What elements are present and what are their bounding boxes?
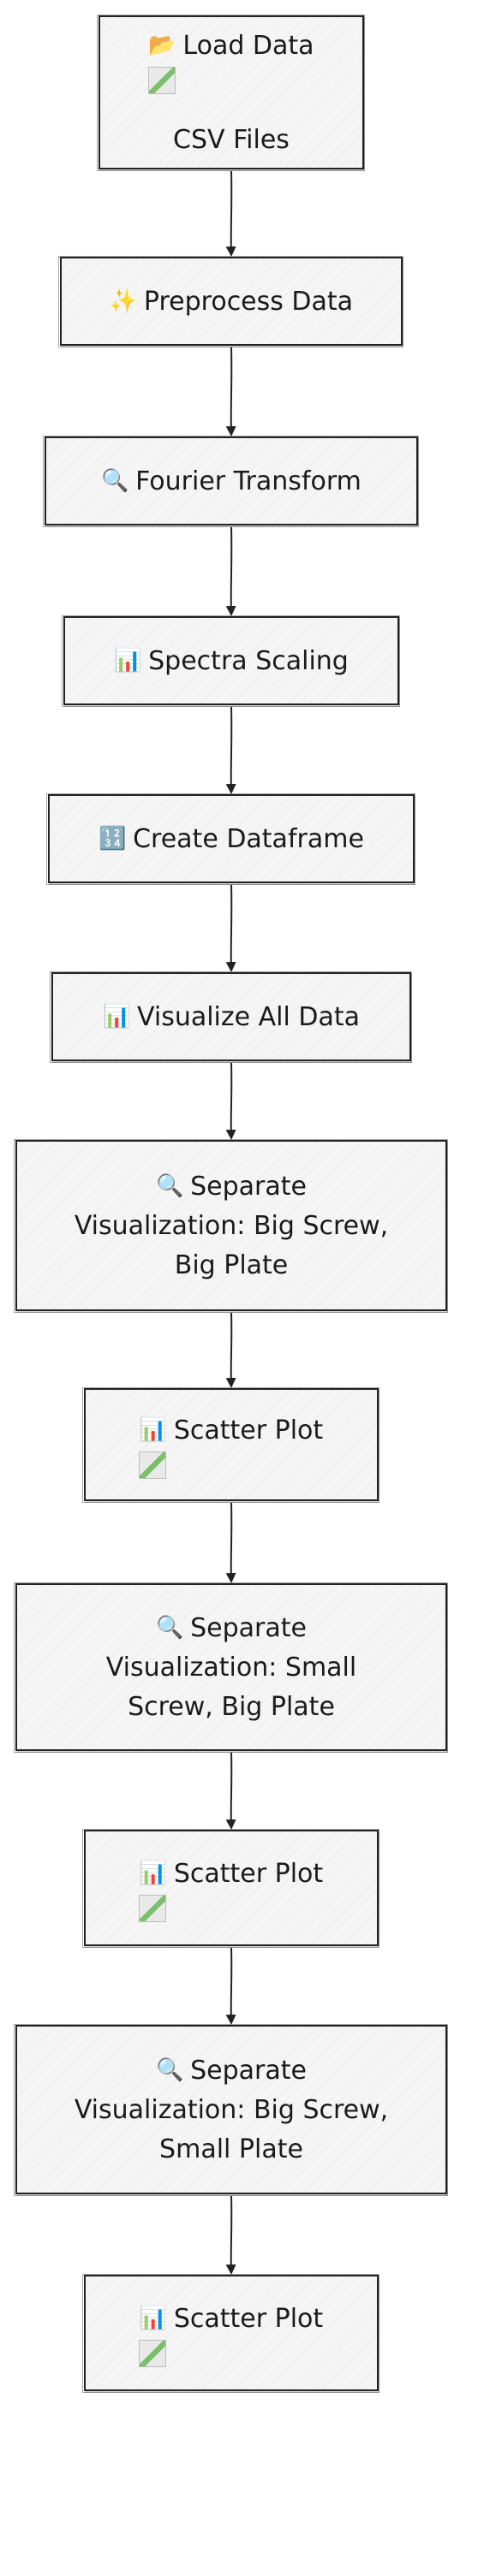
node-label-text: Spectra Scaling xyxy=(148,645,349,676)
node-label-text: Big Plate xyxy=(174,1249,289,1280)
broken-image-icon xyxy=(139,2340,166,2367)
flow-node-3: 🔍Fourier Transform xyxy=(43,436,419,527)
flow-node-4: 📊Spectra Scaling xyxy=(62,615,400,707)
node-label-line: 📊Scatter Plot xyxy=(140,1854,323,1894)
node-label-text: Visualization: Small xyxy=(105,1652,357,1683)
bar-chart-icon: 📊 xyxy=(139,1860,168,1886)
node-label-line: 🔍Fourier Transform xyxy=(101,461,361,502)
flow-node-8: 📊Scatter Plot xyxy=(82,1387,379,1503)
node-label-line: 🔍Separate xyxy=(156,2051,307,2091)
node-label-text: Visualization: Big Screw, xyxy=(74,1210,389,1241)
node-label-text: Fourier Transform xyxy=(135,466,361,496)
node-label-line: 📊Spectra Scaling xyxy=(114,641,349,681)
flow-arrow-3 xyxy=(225,526,236,616)
node-label-line: Screw, Big Plate xyxy=(128,1688,335,1727)
magnifier-icon: 🔍 xyxy=(101,467,129,494)
node-image-row xyxy=(100,66,362,95)
node-label-text: Preprocess Data xyxy=(143,286,354,317)
node-label-text: Small Plate xyxy=(159,2134,303,2164)
node-image-row xyxy=(86,1451,377,1480)
numbers-icon: 🔢 xyxy=(99,825,127,852)
flow-arrow-10 xyxy=(225,1947,236,2025)
bar-chart-icon: 📊 xyxy=(103,1003,131,1030)
node-label-text: Screw, Big Plate xyxy=(128,1691,335,1722)
flow-arrow-7 xyxy=(225,1312,236,1388)
node-label-line: Big Plate xyxy=(175,1246,289,1285)
node-label-line: 📊Visualize All Data xyxy=(103,997,360,1037)
broken-image-icon xyxy=(139,1895,166,1922)
magnifier-icon: 🔍 xyxy=(156,1614,184,1641)
node-label-line: 🔍Separate xyxy=(156,1166,307,1207)
node-image-row xyxy=(86,2339,377,2368)
flow-node-5: 🔢Create Dataframe xyxy=(46,793,415,885)
flow-arrow-8 xyxy=(225,1502,236,1583)
bar-chart-icon: 📊 xyxy=(139,2305,168,2331)
node-label-text: Separate xyxy=(190,1171,307,1202)
bar-chart-icon: 📊 xyxy=(114,647,142,674)
folder-icon: 📂 xyxy=(148,32,176,58)
node-label-line: ✨Preprocess Data xyxy=(110,282,353,322)
flow-arrow-11 xyxy=(225,2195,236,2275)
node-label-text: Create Dataframe xyxy=(133,823,364,854)
flow-node-6: 📊Visualize All Data xyxy=(50,971,412,1063)
node-label-line: 📊Scatter Plot xyxy=(140,2299,323,2339)
flow-arrow-6 xyxy=(225,1062,236,1140)
flow-node-10: 📊Scatter Plot xyxy=(82,1829,379,1948)
node-label-text: Separate xyxy=(190,1612,307,1643)
magnifier-icon: 🔍 xyxy=(156,2057,184,2083)
flow-node-2: ✨Preprocess Data xyxy=(58,256,403,347)
node-label-line: 🔢Create Dataframe xyxy=(99,819,364,859)
node-label-line: 📂Load Data xyxy=(148,26,314,66)
node-label-line: Visualization: Big Screw, xyxy=(75,2091,388,2130)
node-label-line: Visualization: Small xyxy=(106,1648,356,1688)
flow-arrow-5 xyxy=(225,884,236,972)
node-label-text: Scatter Plot xyxy=(173,1858,324,1889)
node-label-text: Scatter Plot xyxy=(173,2303,324,2334)
flow-node-12: 📊Scatter Plot xyxy=(82,2274,379,2393)
node-sublabel: CSV Files xyxy=(173,124,290,155)
flow-arrow-2 xyxy=(225,347,236,436)
magnifier-icon: 🔍 xyxy=(156,1172,184,1199)
node-label-line: Visualization: Big Screw, xyxy=(75,1207,388,1246)
broken-image-icon xyxy=(139,1451,166,1479)
node-label-text: Scatter Plot xyxy=(173,1415,324,1445)
node-label-line: 📊Scatter Plot xyxy=(140,1410,323,1451)
node-label-line: Small Plate xyxy=(159,2130,303,2169)
node-label-line: 🔍Separate xyxy=(156,1608,307,1648)
node-label-text: Visualize All Data xyxy=(137,1001,360,1032)
bar-chart-icon: 📊 xyxy=(139,1416,168,1443)
broken-image-icon xyxy=(148,67,176,94)
flow-arrow-1 xyxy=(225,170,236,257)
node-image-row xyxy=(86,1894,377,1923)
sparkles-icon: ✨ xyxy=(109,288,138,314)
flow-arrow-4 xyxy=(225,706,236,794)
node-label-text: Load Data xyxy=(182,30,314,61)
flow-arrow-9 xyxy=(225,1752,236,1830)
node-label-text: Visualization: Big Screw, xyxy=(74,2094,389,2125)
node-label-text: Separate xyxy=(190,2055,307,2086)
